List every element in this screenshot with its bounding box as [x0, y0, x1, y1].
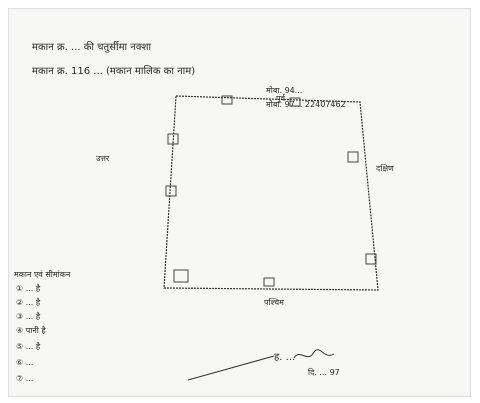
north-label: उत्तर	[96, 154, 110, 163]
marker-top-2	[289, 97, 301, 107]
signature-date: दि. ... 97	[308, 368, 340, 377]
legend-item: ③ ... है	[16, 312, 41, 321]
phone-line-1: मोबा. 94...	[266, 86, 303, 95]
legend-item: ① ... है	[16, 284, 41, 293]
signature-scribble	[293, 349, 335, 359]
signature-text: ह. ...	[274, 352, 296, 363]
legend-item: ⑥ ...	[16, 358, 34, 367]
legend-item: ④ पानी है	[16, 326, 46, 335]
legend-title: मकान एवं सीमांकन	[14, 270, 71, 279]
marker-left-2	[165, 185, 177, 197]
signature-underline	[187, 355, 275, 381]
plot-boundary-sketch	[163, 95, 379, 381]
legend-item: ⑤ ... है	[16, 342, 41, 351]
paper-sheet: मकान क्र. ... की चतुर्सीमा नक्शा मकान क्…	[8, 8, 471, 397]
legend-item: ② ... है	[16, 298, 41, 307]
phone-line-2: मोबा. 97... 22407462	[266, 100, 346, 109]
heading-line-1: मकान क्र. ... की चतुर्सीमा नक्शा	[32, 42, 152, 53]
marker-top-1	[221, 95, 233, 105]
boundary-outline	[163, 95, 379, 291]
legend-item: ⑦ ...	[16, 374, 34, 383]
marker-corner-bl	[173, 269, 189, 283]
heading-line-2: मकान क्र. 116 ... (मकान मालिक का नाम)	[32, 66, 196, 77]
marker-right-1	[347, 151, 359, 163]
marker-bottom-1	[263, 277, 275, 287]
marker-right-2	[365, 253, 377, 265]
marker-left-1	[167, 133, 179, 145]
south-label: दक्षिण	[376, 164, 394, 173]
east-label: पूर्व	[276, 94, 285, 103]
west-label: पश्चिम	[264, 298, 284, 307]
